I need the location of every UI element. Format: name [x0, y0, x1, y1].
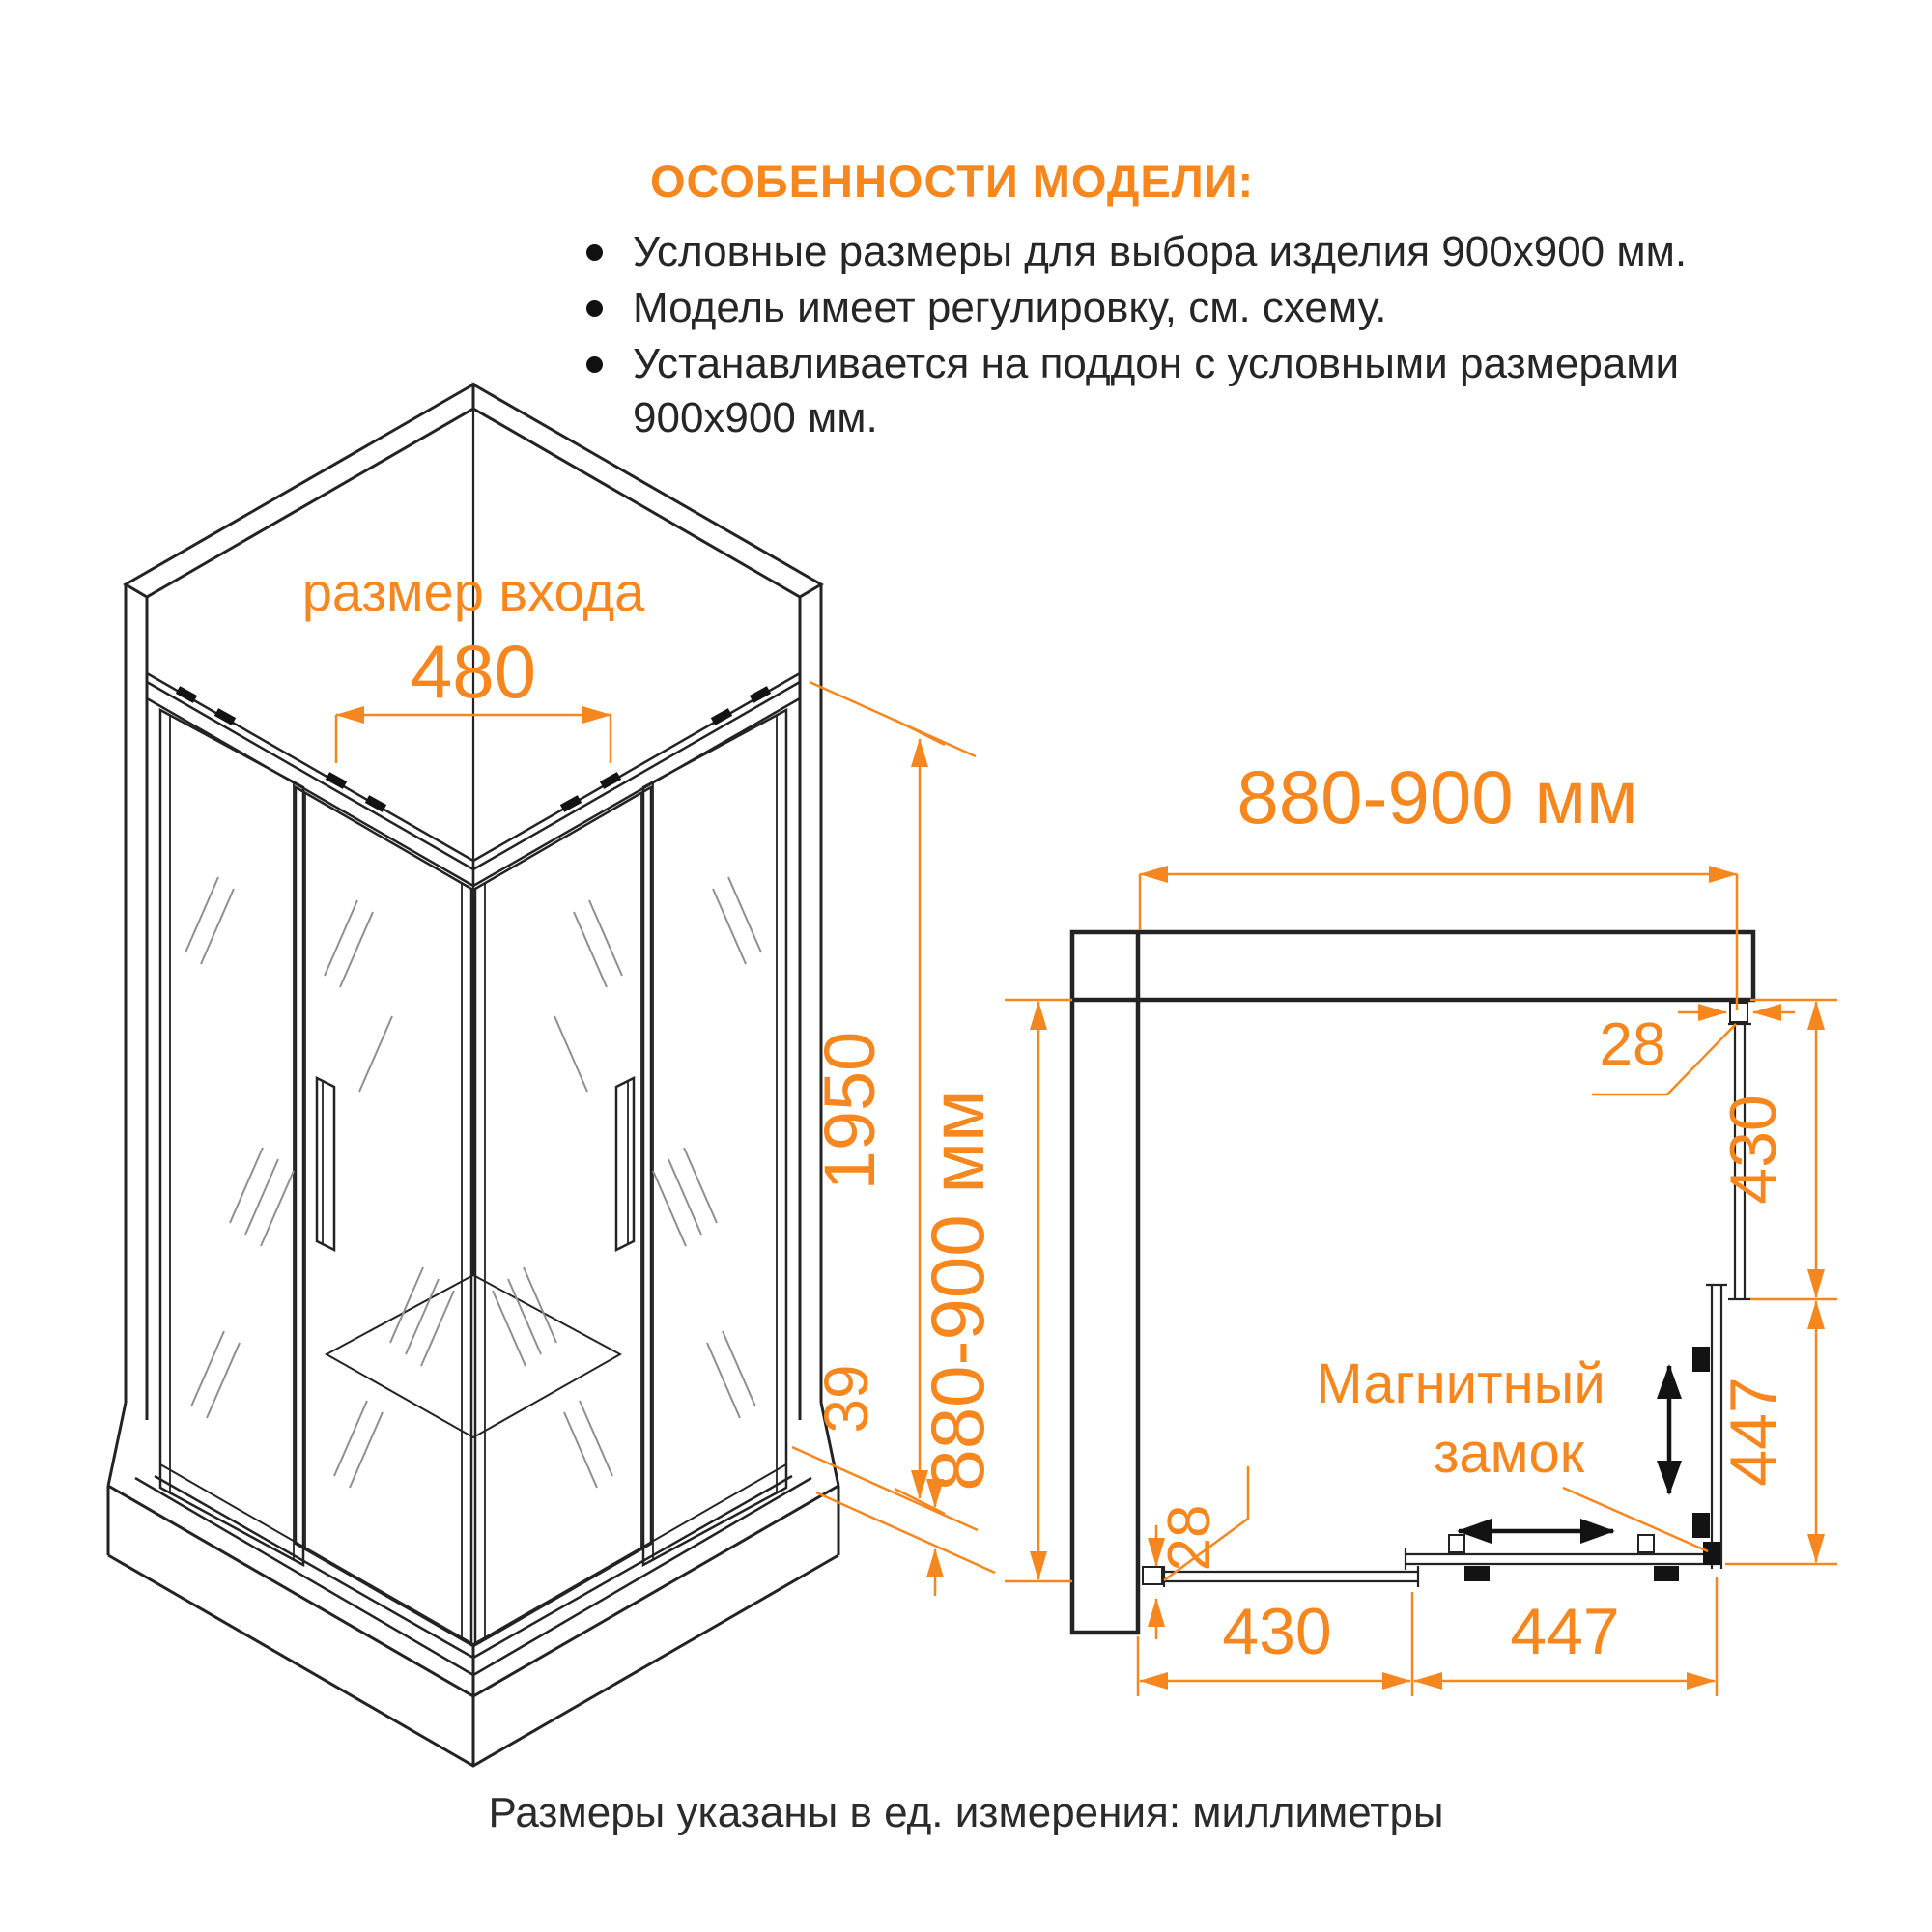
magnetic-lock-label-line2: замок	[1434, 1422, 1585, 1485]
right-door-roller	[1692, 1513, 1710, 1538]
feature-item: Устанавливается на поддон с условными ра…	[536, 337, 1802, 445]
plan-right-fixed-glass	[1728, 1022, 1751, 1301]
left-wall-profile	[1142, 1566, 1163, 1585]
height-value: 1950	[810, 1032, 890, 1191]
right-fixed-glass	[641, 707, 788, 1568]
plan-depth-value: 880-900 мм	[915, 1090, 1000, 1491]
plan-walls-corner	[1072, 932, 1141, 1003]
features-header: ОСОБЕННОСТИ МОДЕЛИ: Условные размеры для…	[536, 155, 1860, 447]
bottom-door-roller	[1464, 1566, 1490, 1581]
tray-sill-inner	[159, 1463, 787, 1646]
right-sliding-door	[473, 784, 653, 1648]
bottom-door-roller	[1654, 1566, 1679, 1581]
features-list: Условные размеры для выбора изделия 900х…	[536, 225, 1860, 445]
bottom-fixed-value: 430	[1222, 1595, 1331, 1668]
features-title: ОСОБЕННОСТИ МОДЕЛИ:	[650, 156, 1255, 207]
shower-floor	[324, 1273, 623, 1439]
magnetic-lock-label-line1: Магнитный	[1316, 1352, 1605, 1415]
profile-top-leader	[1592, 1023, 1737, 1096]
feature-item: Условные размеры для выбора изделия 900х…	[536, 225, 1802, 279]
right-wall-profile	[1729, 1002, 1748, 1023]
rail-roller-brackets	[175, 686, 772, 812]
plan-right-sliding-door	[1706, 1283, 1727, 1569]
right-fixed-value: 430	[1717, 1094, 1790, 1204]
right-door-value: 447	[1717, 1377, 1790, 1486]
left-door-handle	[315, 1075, 336, 1253]
height-dim-ext	[791, 680, 996, 1575]
wall-end-edges	[124, 584, 823, 1420]
top-rails	[145, 671, 802, 888]
left-fixed-glass	[158, 707, 305, 1568]
bottom-door-bracket	[1448, 1534, 1465, 1553]
feature-item: Модель имеет регулировку, см. схему.	[536, 281, 1802, 335]
isometric-view: размер входа 480 1950 39	[106, 382, 996, 1768]
entrance-size-label: размер входа	[302, 561, 645, 622]
left-fixed-glass-frame	[169, 716, 295, 1559]
right-door-roller	[1692, 1347, 1710, 1372]
entrance-width-value: 480	[411, 629, 536, 714]
entrance-dim-ext	[334, 715, 612, 763]
bottom-door-value: 447	[1510, 1595, 1619, 1668]
right-fixed-glass-frame	[652, 716, 778, 1559]
units-caption: Размеры указаны в ед. измерения: миллиме…	[488, 1789, 1444, 1836]
right-dim-ticks	[1725, 998, 1837, 1566]
right-sliding-door-frame	[484, 793, 642, 1639]
magnetic-lock-leader	[1562, 1486, 1709, 1553]
left-sliding-door	[294, 784, 473, 1648]
glass-reflections	[185, 876, 762, 1489]
plan-view: 880-900 мм 880-900 мм 430 447 430 447 28	[915, 754, 1837, 1696]
profile-top-value: 28	[1600, 1011, 1666, 1078]
tray-base	[106, 1402, 840, 1768]
magnetic-lock-block	[1703, 1542, 1720, 1565]
plan-width-value: 880-900 мм	[1236, 754, 1637, 839]
profile-bottom-leader	[1163, 1466, 1250, 1582]
tray-lip-value: 39	[811, 1364, 881, 1433]
plan-bottom-sliding-door	[1404, 1548, 1719, 1570]
bottom-door-bracket	[1637, 1534, 1655, 1553]
plan-depth-dim-ticks	[1005, 998, 1072, 1583]
plan-width-dim-ext	[1138, 874, 1739, 1010]
left-sliding-door-frame	[304, 793, 463, 1639]
plan-bottom-fixed-glass	[1162, 1566, 1420, 1587]
right-door-handle	[614, 1075, 636, 1253]
bottom-dim-ext	[1136, 1577, 1719, 1696]
